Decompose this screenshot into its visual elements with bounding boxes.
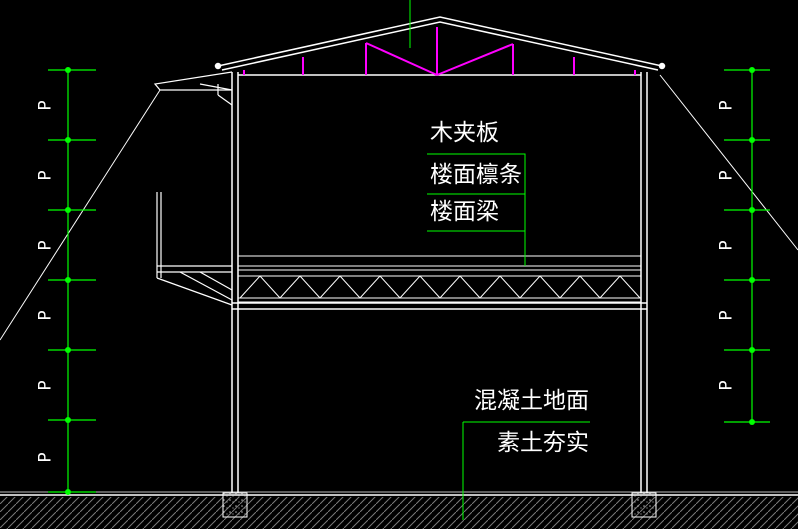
dimension-ticks bbox=[65, 67, 755, 495]
roof-truss bbox=[243, 27, 636, 76]
dim-right-4: P bbox=[716, 310, 737, 321]
columns bbox=[231, 72, 648, 493]
roof bbox=[214, 16, 666, 76]
label-compacted-soil: 素土夯实 bbox=[497, 430, 589, 456]
left-canopy bbox=[153, 71, 233, 106]
left-balcony bbox=[156, 192, 233, 306]
dim-left-2: P bbox=[35, 170, 56, 181]
dim-right-3: P bbox=[716, 240, 737, 251]
dim-left-5: P bbox=[35, 380, 56, 391]
leader-lines bbox=[409, 0, 590, 520]
dim-right-2: P bbox=[716, 170, 737, 181]
dim-left-6: P bbox=[35, 452, 56, 463]
label-floor-purlin: 楼面檩条 bbox=[430, 162, 522, 188]
label-concrete-floor: 混凝土地面 bbox=[474, 388, 589, 414]
guide-lines bbox=[0, 74, 798, 341]
label-floor-beam: 楼面梁 bbox=[430, 199, 499, 225]
right-dimension-chain bbox=[724, 69, 770, 423]
dim-right-5: P bbox=[716, 380, 737, 391]
dim-left-3: P bbox=[35, 240, 56, 251]
label-wood-panel: 木夹板 bbox=[430, 120, 499, 146]
dim-left-4: P bbox=[35, 310, 56, 321]
dim-left-1: P bbox=[35, 100, 56, 111]
left-dimension-chain bbox=[48, 69, 96, 493]
floor-truss bbox=[238, 265, 641, 303]
ground bbox=[0, 491, 798, 529]
dim-right-1: P bbox=[716, 100, 737, 111]
